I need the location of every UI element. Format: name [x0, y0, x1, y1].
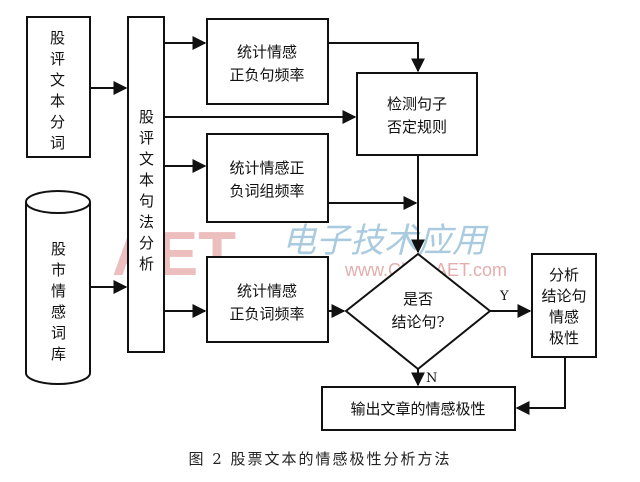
node-count-sentences — [206, 18, 329, 105]
svg-text:词: 词 — [50, 134, 65, 152]
svg-text:市: 市 — [51, 261, 66, 279]
svg-text:分: 分 — [139, 234, 154, 252]
svg-text:股: 股 — [139, 108, 154, 126]
svg-text:情: 情 — [51, 282, 66, 300]
svg-text:统计情感: 统计情感 — [237, 282, 297, 300]
node-lexicon — [25, 190, 91, 385]
svg-text:词: 词 — [51, 324, 66, 342]
svg-text:文: 文 — [50, 71, 65, 89]
node-count-sentences-text: 统计情感 正负句频率 — [229, 43, 304, 84]
svg-text:情感: 情感 — [549, 308, 579, 326]
svg-text:结论句?: 结论句? — [391, 313, 444, 331]
svg-text:感: 感 — [51, 303, 66, 321]
svg-text:评: 评 — [139, 129, 154, 147]
node-count-phrases — [206, 133, 329, 223]
node-syntax — [127, 16, 165, 353]
node-decision-text: 是否 结论句? — [391, 290, 444, 331]
svg-text:正负句频率: 正负句频率 — [229, 66, 304, 84]
svg-text:本: 本 — [139, 171, 154, 189]
svg-text:析: 析 — [139, 255, 154, 273]
svg-text:评: 评 — [50, 50, 65, 68]
node-count-words — [206, 256, 329, 343]
svg-text:统计情感正: 统计情感正 — [229, 159, 304, 177]
node-conclusion-text: 分析 结论句 情感 极性 — [541, 266, 586, 347]
node-output — [321, 386, 516, 431]
svg-text:股: 股 — [50, 29, 65, 47]
svg-text:本: 本 — [50, 92, 65, 110]
node-segmentation-text: 股 评 文 本 分 词 — [50, 29, 65, 152]
svg-text:法: 法 — [139, 213, 154, 231]
figure-caption: 图 2 股票文本的情感极性分析方法 — [188, 450, 451, 468]
svg-text:分析: 分析 — [549, 266, 579, 284]
svg-text:结论句: 结论句 — [541, 287, 586, 305]
node-count-words-text: 统计情感 正负词频率 — [229, 282, 304, 323]
svg-text:文: 文 — [139, 150, 154, 168]
svg-text:股: 股 — [51, 240, 66, 258]
svg-text:负词组频率: 负词组频率 — [229, 182, 304, 200]
node-negation — [356, 72, 478, 156]
connectors — [90, 36, 566, 415]
node-lexicon-text: 股 市 情 感 词 库 — [51, 240, 66, 363]
edge-label-no: N — [426, 371, 437, 386]
svg-text:统计情感: 统计情感 — [237, 43, 297, 61]
svg-text:正负词频率: 正负词频率 — [229, 305, 304, 323]
svg-text:否定规则: 否定规则 — [387, 118, 447, 136]
svg-text:检测句子: 检测句子 — [387, 95, 447, 113]
svg-text:分: 分 — [50, 113, 65, 131]
svg-text:库: 库 — [51, 345, 66, 363]
node-output-text: 输出文章的情感极性 — [350, 400, 485, 418]
node-negation-text: 检测句子 否定规则 — [387, 95, 447, 136]
svg-text:句: 句 — [139, 192, 154, 210]
node-syntax-text: 股 评 文 本 句 法 分 析 — [139, 108, 154, 273]
svg-text:极性: 极性 — [549, 329, 579, 347]
svg-text:是否: 是否 — [403, 290, 433, 308]
node-count-phrases-text: 统计情感正 负词组频率 — [229, 159, 304, 200]
watermark-chinese: 电子技术应用 — [282, 221, 489, 261]
edge-label-yes: Y — [499, 289, 509, 304]
